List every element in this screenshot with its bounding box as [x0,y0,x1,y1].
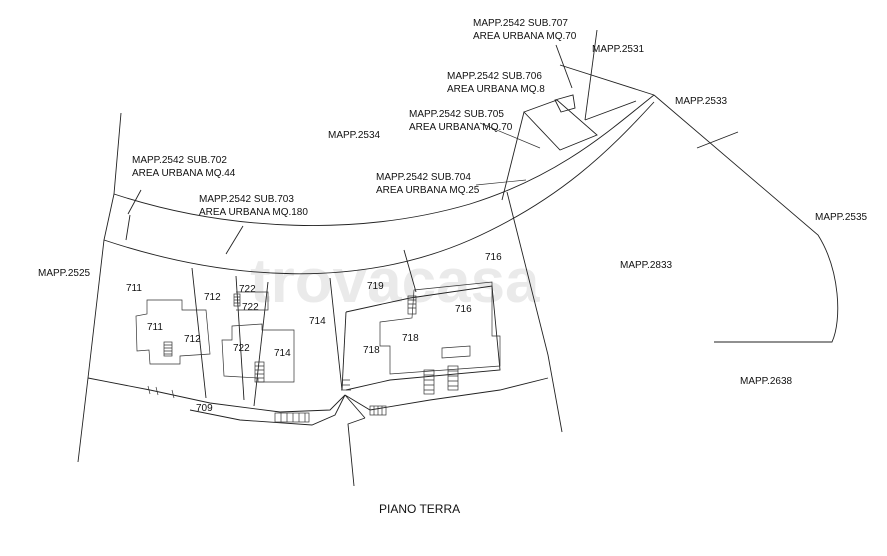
label-sub702-line2: AREA URBANA MQ.44 [132,168,236,179]
label-mapp-2833: MAPP.2833 [620,260,673,271]
unit-718-lot: 718 [363,345,380,356]
unit-722-lot: 722 [239,284,256,295]
leader-lines [475,122,541,186]
label-sub703-line2: AREA URBANA MQ.180 [199,207,308,218]
label-mapp-2531: MAPP.2531 [592,44,645,55]
label-sub704-line2: AREA URBANA MQ.25 [376,185,480,196]
label-mapp-2525: MAPP.2525 [38,268,91,279]
label-sub705-line1: MAPP.2542 SUB.705 [409,109,504,120]
label-sub702-line1: MAPP.2542 SUB.702 [132,155,227,166]
unit-711-lot: 711 [126,283,142,294]
label-mapp-2638: MAPP.2638 [740,376,793,387]
unit-722-mid: 722 [242,302,259,313]
unit-712-building: 712 [184,334,201,345]
label-sub707-line2: AREA URBANA MQ.70 [473,31,577,42]
unit-711-building: 711 [147,322,163,333]
label-sub703-line1: MAPP.2542 SUB.703 [199,194,294,205]
label-sub707-line1: MAPP.2542 SUB.707 [473,18,568,29]
stairs [147,293,459,423]
label-sub705-line2: AREA URBANA MQ.70 [409,122,513,133]
unit-714-lot: 714 [309,316,326,327]
unit-712-lot: 712 [204,292,221,303]
plan-title: PIANO TERRA [379,502,460,516]
label-mapp-2534: MAPP.2534 [328,130,381,141]
unit-722-building: 722 [233,343,250,354]
label-sub706-line2: AREA URBANA MQ.8 [447,84,545,95]
unit-709: 709 [196,403,213,414]
unit-numbers: 716 711 722 719 712 722 716 714 711 718 … [126,252,502,414]
unit-714-building: 714 [274,348,291,359]
unit-718-building: 718 [402,333,419,344]
parcel-lines [77,29,839,487]
unit-716-lot: 716 [485,252,502,263]
parcel-labels: MAPP.2542 SUB.707 AREA URBANA MQ.70 MAPP… [38,18,868,387]
label-sub706-line1: MAPP.2542 SUB.706 [447,71,542,82]
label-sub704-line1: MAPP.2542 SUB.704 [376,172,471,183]
unit-719: 719 [367,281,384,292]
label-mapp-2535: MAPP.2535 [815,212,868,223]
unit-716-building: 716 [455,304,472,315]
label-mapp-2533: MAPP.2533 [675,96,728,107]
